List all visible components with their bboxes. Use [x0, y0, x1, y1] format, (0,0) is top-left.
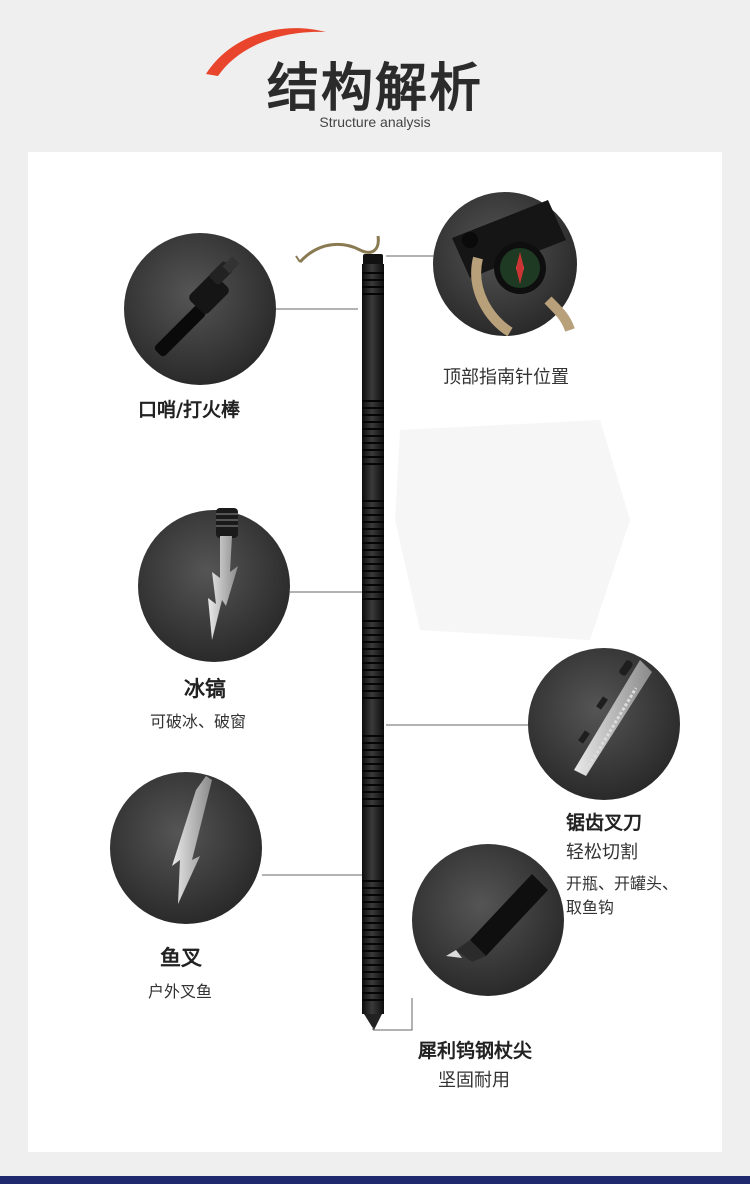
page-header: 结构解析 Structure analysis [0, 0, 750, 150]
ice-pick-icon [138, 508, 290, 662]
compass-label: 顶部指南针位置 [443, 367, 569, 388]
saw-knife-label: 锯齿叉刀 [566, 812, 643, 834]
fish-spear-icon [110, 772, 262, 924]
page-subtitle: Structure analysis [319, 114, 431, 130]
ice-pick-desc: 可破冰、破窗 [150, 712, 247, 731]
fish-fork-label: 鱼叉 [160, 946, 202, 970]
fish-fork-desc: 户外叉鱼 [148, 982, 213, 1001]
connector-tip [372, 1025, 413, 1031]
paracord [298, 235, 380, 264]
saw-knife-desc2: 开瓶、开罐头、 [566, 874, 679, 893]
saw-knife-desc3: 取鱼钩 [566, 898, 615, 917]
trekking-pole [362, 254, 384, 1030]
tungsten-tip-icon [412, 844, 564, 996]
tip-label: 犀利钨钢杖尖 [418, 1040, 533, 1062]
footer-bar [0, 1176, 750, 1184]
whistle-firestarter-icon [124, 233, 276, 385]
saw-knife-desc1: 轻松切割 [566, 842, 638, 863]
ice-pick-label: 冰镐 [184, 677, 226, 701]
saw-knife-icon [528, 648, 680, 800]
compass-icon [433, 192, 577, 337]
tip-desc: 坚固耐用 [438, 1070, 510, 1091]
whistle-label: 口哨/打火棒 [138, 399, 240, 421]
page-title: 结构解析 [266, 59, 483, 119]
swoosh-accent-icon [206, 28, 326, 76]
